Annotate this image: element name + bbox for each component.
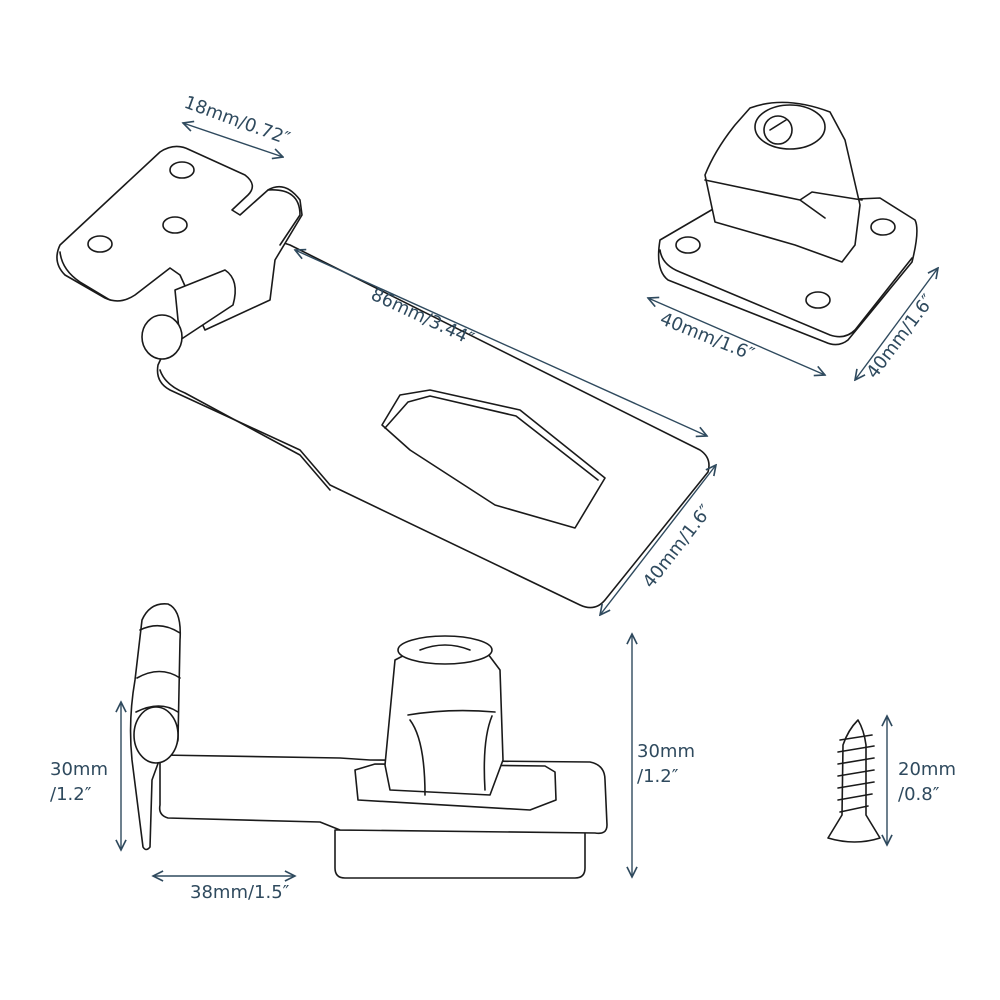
side-height-left-label-2: /1.2″ [50, 784, 92, 805]
screw-length-label-1: 20mm [898, 759, 956, 780]
hasp-drawing [56, 145, 710, 609]
screw-length-label-2: /0.8″ [898, 784, 940, 805]
side-view-drawing [129, 603, 608, 879]
side-height-right-label-2: /1.2″ [637, 766, 679, 787]
lock-base-width-label: 40mm/1.6″ [657, 309, 757, 366]
side-length-label: 38mm/1.5″ [190, 882, 290, 903]
side-height-right-label-1: 30mm [637, 741, 695, 762]
lock-top-drawing [657, 101, 918, 346]
screw-drawing [827, 719, 881, 843]
side-height-left-label-1: 30mm [50, 759, 108, 780]
dimension-lines [121, 123, 938, 877]
